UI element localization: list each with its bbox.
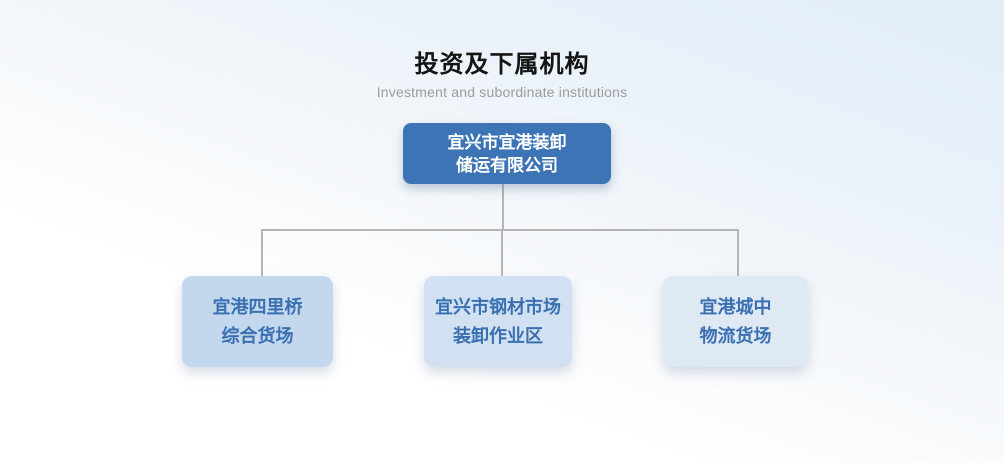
connector-root-vertical — [502, 184, 504, 230]
org-child-2-label-line1: 宜兴市钢材市场 — [435, 296, 561, 317]
org-child-node-1: 宜港四里桥 综合货场 — [182, 276, 333, 367]
org-child-3-label-line2: 物流货场 — [699, 325, 772, 346]
org-root-label-line1: 宜兴市宜港装卸 — [447, 132, 567, 152]
org-child-node-3: 宜港城中 物流货场 — [663, 276, 808, 367]
connector-drop-right — [737, 229, 739, 277]
org-child-1-label-line2: 综合货场 — [221, 325, 294, 346]
page-subtitle: Investment and subordinate institutions — [376, 84, 628, 100]
org-child-2-label-line2: 装卸作业区 — [453, 325, 543, 346]
org-root-node: 宜兴市宜港装卸 储运有限公司 — [403, 123, 611, 184]
page-title: 投资及下属机构 — [414, 51, 590, 78]
connector-drop-middle — [501, 229, 503, 277]
header: 投资及下属机构 Investment and subordinate insti… — [0, 44, 1004, 100]
connector-horizontal — [261, 229, 739, 231]
org-child-1-label-line1: 宜港四里桥 — [212, 296, 303, 317]
connector-drop-left — [261, 229, 263, 277]
org-root-label-line2: 储运有限公司 — [456, 155, 558, 175]
org-child-3-label-line1: 宜港城中 — [699, 296, 772, 317]
org-child-node-2: 宜兴市钢材市场 装卸作业区 — [424, 276, 572, 367]
